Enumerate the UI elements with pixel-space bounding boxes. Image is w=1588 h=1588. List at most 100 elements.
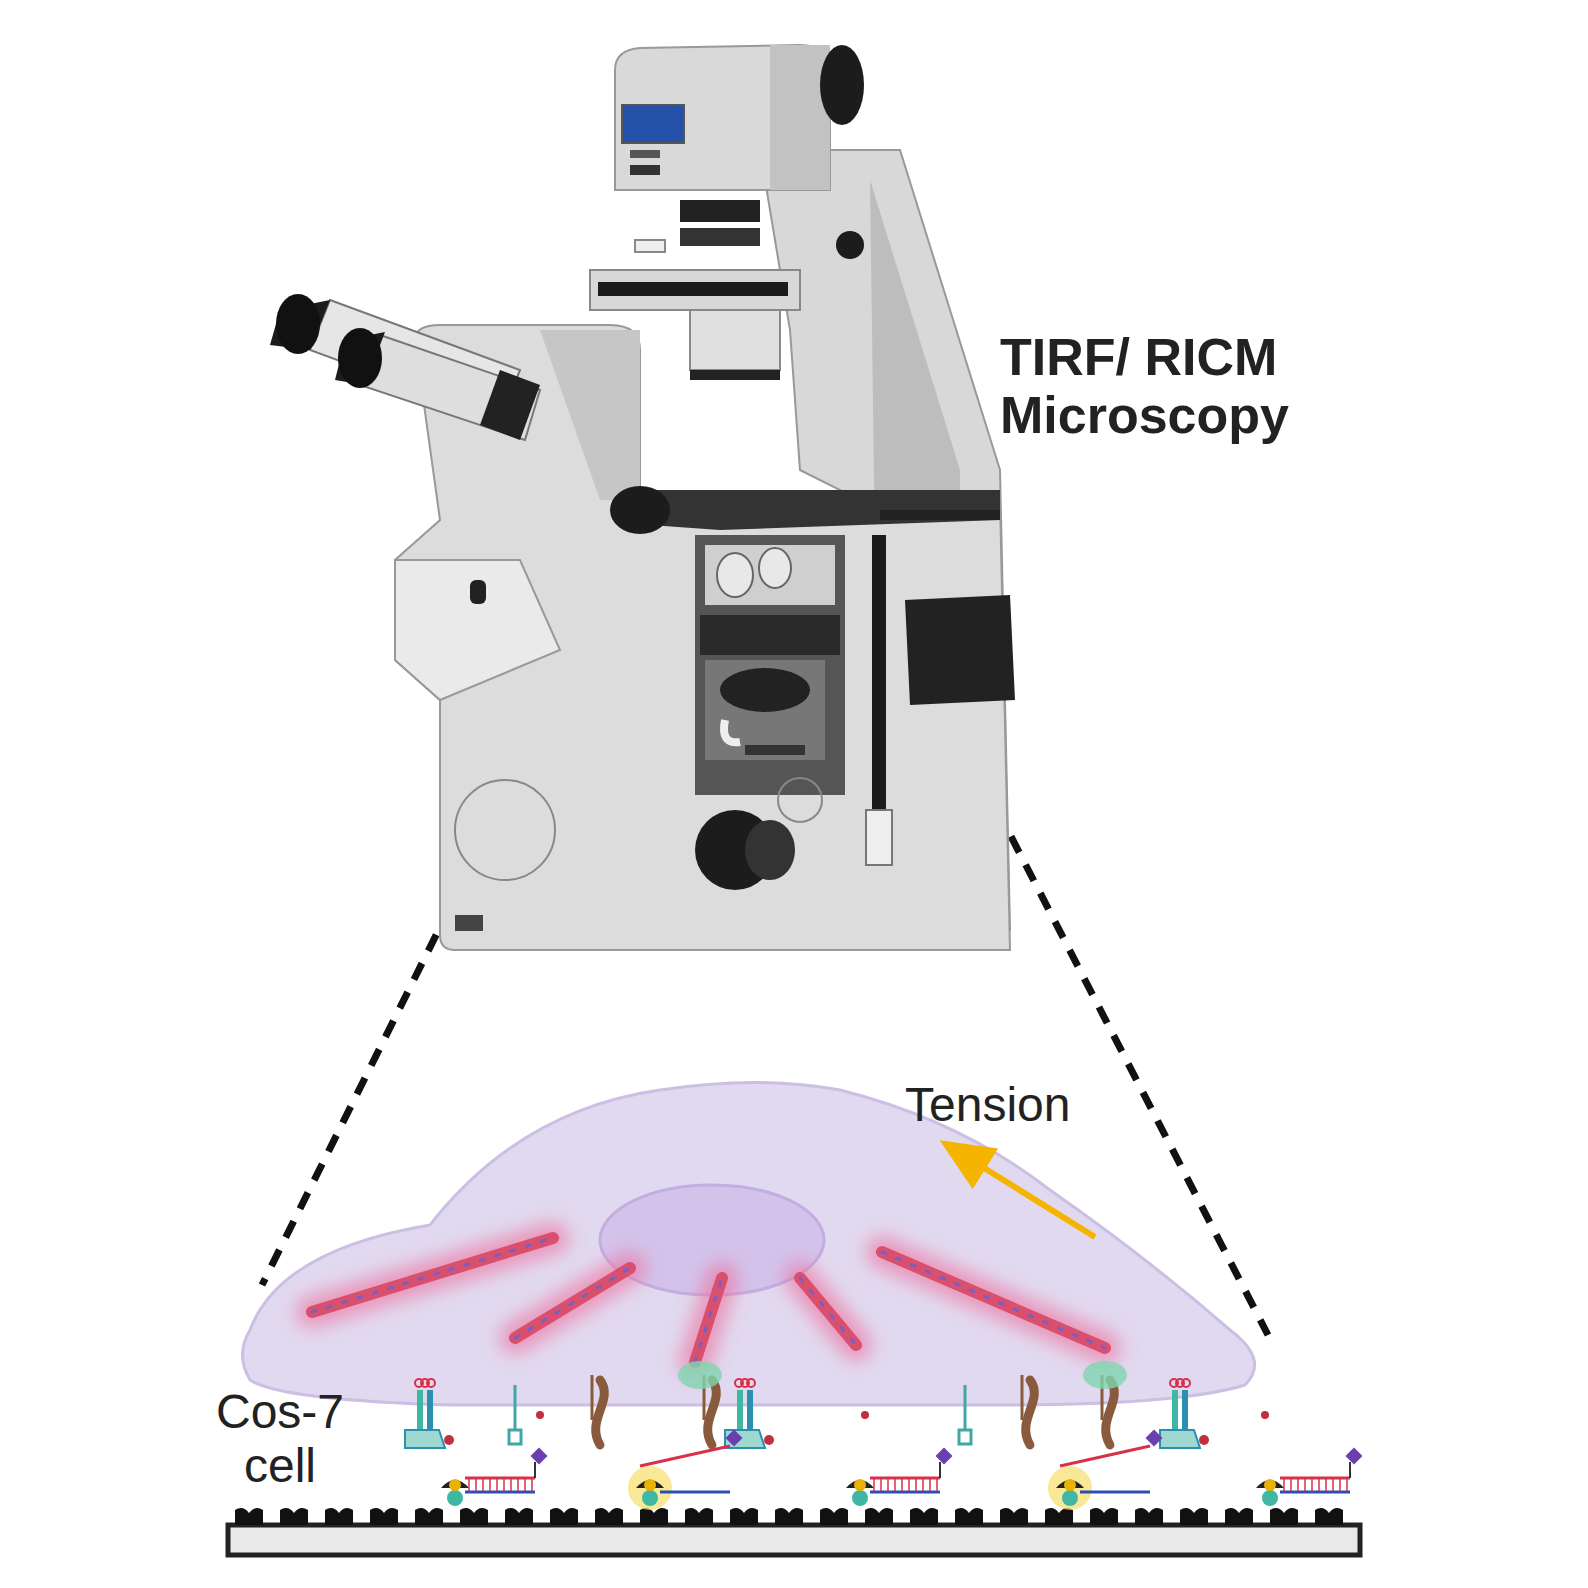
- ion: [861, 1411, 869, 1419]
- base-pair: [475, 1479, 477, 1491]
- dna-tension-probe: [1256, 1448, 1362, 1506]
- integrin-leg: [1172, 1390, 1178, 1430]
- ion: [536, 1411, 544, 1419]
- base-pair: [880, 1479, 882, 1491]
- dna-strand: [1080, 1491, 1150, 1494]
- base-pair: [887, 1479, 889, 1491]
- talin-chain: [596, 1380, 605, 1445]
- surface-bump: [910, 1508, 938, 1525]
- integrin-head: [1160, 1430, 1200, 1448]
- tail: [1182, 1379, 1190, 1387]
- streptavidin: [447, 1490, 463, 1506]
- surface-bump: [1135, 1508, 1163, 1525]
- ligand: [936, 1448, 953, 1465]
- ion: [1199, 1435, 1209, 1445]
- base-pair: [915, 1479, 917, 1491]
- receptor-stalk: [964, 1385, 967, 1430]
- surface-bump: [415, 1508, 443, 1525]
- linker: [1349, 1462, 1351, 1478]
- base-pair: [510, 1479, 512, 1491]
- base-pair: [531, 1479, 533, 1491]
- talin: [592, 1375, 604, 1445]
- dna-strand: [1060, 1446, 1150, 1466]
- integrin-leg: [417, 1390, 423, 1430]
- force-label: Tension: [905, 1078, 1145, 1132]
- base-pair: [1346, 1479, 1348, 1491]
- ion: [1261, 1411, 1269, 1419]
- surface-bump: [1225, 1508, 1253, 1525]
- microscope-title: TIRF/ RICM Microscopy: [1000, 328, 1380, 444]
- dna-tension-probe: [628, 1430, 742, 1510]
- glass-slide: [228, 1525, 1360, 1555]
- base-pair: [1297, 1479, 1299, 1491]
- streptavidin: [1262, 1490, 1278, 1506]
- surface-bump: [505, 1508, 533, 1525]
- integrin-head: [725, 1430, 765, 1448]
- talin-chain: [1106, 1380, 1115, 1445]
- integrin-head: [405, 1430, 445, 1448]
- linker: [534, 1462, 536, 1478]
- fluorophore: [449, 1479, 461, 1491]
- base-pair: [468, 1479, 470, 1491]
- base-pair: [517, 1479, 519, 1491]
- surface-bump: [640, 1508, 668, 1525]
- dna-tension-probe: [441, 1448, 547, 1506]
- integrin: [725, 1379, 774, 1448]
- fluorophore: [1264, 1479, 1276, 1491]
- surface-bump: [685, 1508, 713, 1525]
- base-pair: [1318, 1479, 1320, 1491]
- surface-bump: [370, 1508, 398, 1525]
- fluorophore: [644, 1479, 656, 1491]
- adhesion-complex: [678, 1361, 722, 1389]
- receptor-head: [959, 1430, 971, 1444]
- base-pair: [929, 1479, 931, 1491]
- base-pair: [936, 1479, 938, 1491]
- integrin-leg: [1182, 1390, 1188, 1430]
- tail: [427, 1379, 435, 1387]
- base-pair: [489, 1479, 491, 1491]
- membrane-proteins: [405, 1361, 1269, 1448]
- dna-tension-probe: [846, 1448, 952, 1506]
- surface-bump: [1180, 1508, 1208, 1525]
- dna-tension-probe: [1048, 1430, 1162, 1510]
- surface-bump: [865, 1508, 893, 1525]
- talin-rod: [591, 1375, 594, 1420]
- surface-bump: [1045, 1508, 1073, 1525]
- streptavidin: [642, 1490, 658, 1506]
- surface-bump: [460, 1508, 488, 1525]
- base-pair: [922, 1479, 924, 1491]
- receptor-stalk: [514, 1385, 517, 1430]
- base-pair: [908, 1479, 910, 1491]
- streptavidin: [1062, 1490, 1078, 1506]
- integrin-leg: [427, 1390, 433, 1430]
- base-pair: [1290, 1479, 1292, 1491]
- surface-bump: [280, 1508, 308, 1525]
- base-pair: [873, 1479, 875, 1491]
- stress-fibers: [312, 1238, 1105, 1362]
- receptor-head: [509, 1430, 521, 1444]
- base-pair: [894, 1479, 896, 1491]
- surface-bump: [1315, 1508, 1343, 1525]
- surface-bump: [1090, 1508, 1118, 1525]
- dna-strand: [640, 1446, 730, 1466]
- integrin: [1160, 1379, 1209, 1448]
- tail: [747, 1379, 755, 1387]
- ligand: [726, 1430, 743, 1447]
- receptor: [509, 1385, 521, 1444]
- dna-strand: [660, 1491, 730, 1494]
- ligand: [531, 1448, 548, 1465]
- base-pair: [524, 1479, 526, 1491]
- fluor-glow: [628, 1466, 672, 1510]
- cell: [243, 1083, 1255, 1406]
- base-pair: [1311, 1479, 1313, 1491]
- surface-bump: [775, 1508, 803, 1525]
- base-pair: [1283, 1479, 1285, 1491]
- ligand: [1346, 1448, 1363, 1465]
- microscope: [270, 45, 1015, 950]
- surface-bump: [820, 1508, 848, 1525]
- streptavidin: [852, 1490, 868, 1506]
- base-pair: [1339, 1479, 1341, 1491]
- surface-bump: [955, 1508, 983, 1525]
